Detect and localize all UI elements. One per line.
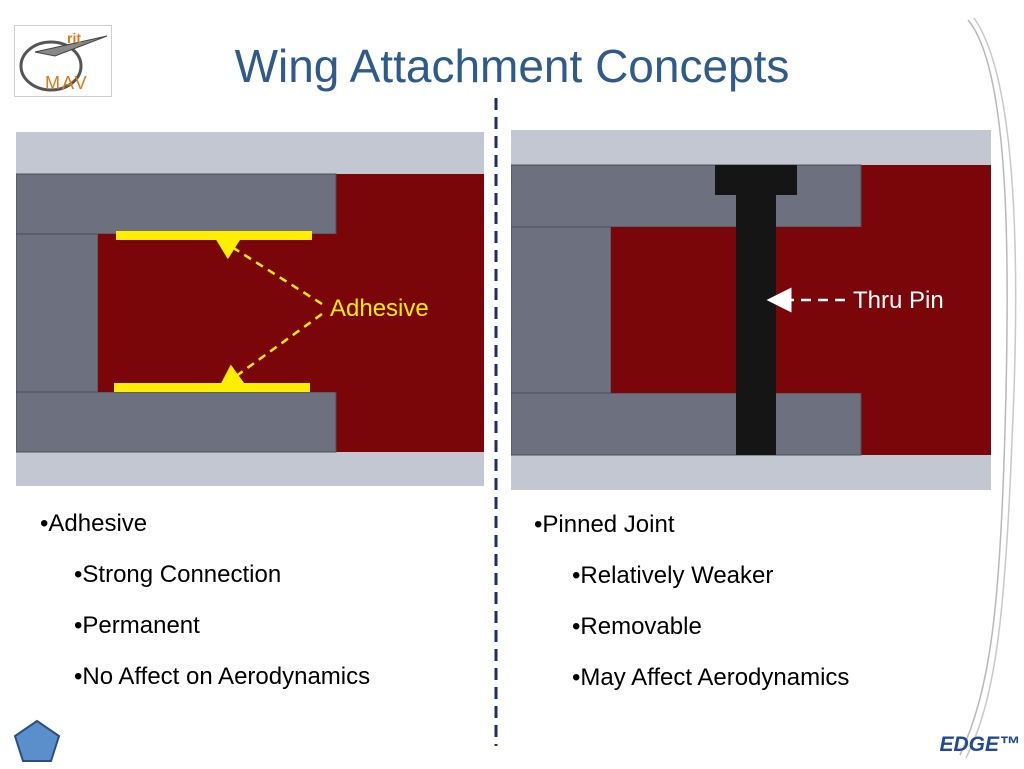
adhesive-label: Adhesive — [330, 295, 429, 322]
thru-pin-label: Thru Pin — [853, 287, 944, 314]
bullet-sub: •No Affect on Aerodynamics — [74, 663, 371, 690]
wing-spar-insert — [98, 234, 336, 392]
bullet-main: •Pinned Joint — [534, 511, 675, 538]
center-divider — [494, 98, 498, 746]
adhesive-joint-diagram: Adhesive — [15, 132, 484, 486]
rit-mav-logo: rit MAV — [14, 25, 112, 97]
adhesive-strip-top — [116, 231, 312, 240]
adhesive-pointer-top — [213, 235, 323, 306]
pinned-bullet-list: •Pinned Joint •Relatively Weaker •Remova… — [534, 511, 984, 711]
top-plate — [510, 164, 862, 228]
logo-ring — [19, 40, 83, 92]
thru-pin-shaft — [736, 165, 776, 455]
bullet-main: •Adhesive — [40, 510, 148, 537]
pentagon-icon — [12, 718, 62, 764]
bullet-sub: •Permanent — [74, 612, 200, 639]
fuselage-block — [15, 233, 99, 393]
decorative-curves — [950, 10, 1024, 760]
adhesive-pointer-bottom — [217, 312, 323, 390]
fuselage-block — [510, 226, 612, 394]
wing-root-block — [336, 174, 484, 452]
logo-mav-text: MAV — [45, 73, 89, 93]
bullet-sub: •May Affect Aerodynamics — [572, 664, 850, 691]
logo-rit-text: rit — [67, 30, 81, 46]
bullet-sub: •Relatively Weaker — [572, 562, 774, 589]
bullet-sub: •Removable — [572, 613, 702, 640]
slide-title: Wing Attachment Concepts — [234, 40, 790, 92]
bottom-plate — [15, 391, 337, 453]
wing-root-block — [861, 165, 991, 455]
adhesive-bullet-list: •Adhesive •Strong Connection •Permanent … — [40, 510, 490, 710]
adhesive-strip-bottom — [114, 383, 310, 392]
pinned-joint-diagram: Thru Pin — [510, 130, 991, 490]
bottom-plate — [510, 392, 862, 456]
top-plate — [15, 173, 337, 235]
logo-plane-icon — [34, 35, 108, 57]
bullet-sub: •Strong Connection — [74, 561, 282, 588]
edge-brand: EDGE™ — [939, 733, 1020, 756]
